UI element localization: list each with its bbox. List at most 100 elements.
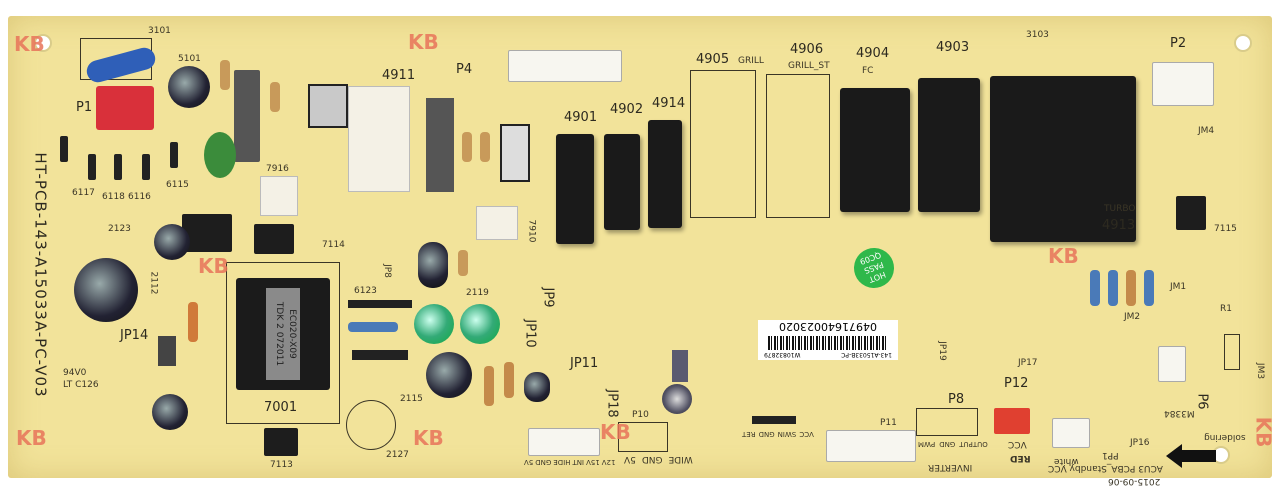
pin-label: VCC (799, 430, 814, 438)
pin-label: 15V (586, 458, 600, 466)
x-capacitor (234, 70, 260, 162)
transformer-7001: EC020-X09 TDK 2 072011 (236, 278, 330, 390)
relay-label-4911: 4911 (382, 68, 416, 83)
ref-6118: 6118 (102, 192, 125, 202)
component-2081 (672, 350, 688, 382)
qc-pass-sticker: HOT PASS QC09 (848, 242, 900, 294)
r1-footprint (1224, 334, 1240, 370)
pin-label: RET (742, 430, 756, 438)
ref-jm2: JM2 (1124, 312, 1141, 322)
resistor (480, 132, 490, 162)
ref-6123: 6123 (354, 286, 377, 296)
ref-5101: 5101 (178, 54, 201, 64)
capacitor (152, 394, 188, 430)
pin-label: GND (758, 430, 775, 438)
p6-label: P6 (1194, 393, 1210, 410)
fc-label: FC (862, 66, 874, 76)
p12-connector[interactable] (994, 408, 1030, 434)
relay-label-4905: 4905 (696, 52, 730, 67)
relay-label-4903: 4903 (936, 40, 970, 55)
pcb-board: HT-PCB-143-A15033A-PC-V03 94V0 LT C126 P… (8, 16, 1275, 486)
ref-3101: 3101 (148, 26, 171, 36)
pin-label: HIDE (553, 458, 571, 466)
transformer-text: TDK 2 072011 (274, 301, 284, 367)
resistor (458, 250, 468, 276)
p10-footprint[interactable] (618, 422, 668, 452)
p11-label: P11 (880, 418, 897, 428)
resistor (462, 132, 472, 162)
capacitor (662, 384, 692, 414)
diode-6118 (114, 154, 122, 180)
valve-connector[interactable] (508, 50, 622, 82)
mounting-hole (34, 34, 52, 52)
diode-6117 (88, 154, 96, 180)
kb-mark: KB (198, 254, 229, 278)
p13-connector[interactable] (1052, 418, 1090, 448)
pin-label: 5V (524, 458, 534, 466)
transistor (418, 242, 448, 288)
pin-label: SWIN (777, 430, 797, 438)
ref-jp11: JP11 (570, 356, 599, 371)
ref-2119: 2119 (466, 288, 489, 298)
transformer-text: EC020-X09 (287, 309, 297, 359)
ref-7910: 7910 (526, 219, 537, 243)
capacitor-2112 (74, 258, 138, 322)
relay-4911 (348, 86, 410, 192)
resistor (348, 322, 398, 332)
resistor-3828 (484, 366, 494, 406)
p10-label: P10 (632, 410, 649, 420)
ul-mark: 94V0 (63, 368, 87, 378)
component-2113 (158, 336, 176, 366)
p12-label: P12 (1004, 376, 1029, 391)
optocoupler-7916 (260, 176, 298, 216)
capacitor-2123 (154, 224, 190, 260)
p6-connector[interactable] (1158, 346, 1186, 382)
y-capacitor (204, 132, 236, 178)
diode-6115 (170, 142, 178, 168)
optocoupler-7910 (476, 206, 518, 240)
p1-label: P1 (76, 100, 93, 115)
resistor (504, 362, 514, 398)
p2-door-connector[interactable] (1152, 62, 1214, 106)
ref-jp18: JP18 (604, 389, 620, 418)
board-part-number: HT-PCB-143-A15033A-PC-V03 (31, 152, 50, 398)
ref-7001: 7001 (264, 400, 298, 415)
barcode (768, 336, 888, 350)
kb-mark: KB (16, 426, 47, 450)
p8-footprint[interactable] (916, 408, 978, 436)
fuse-5101 (168, 66, 210, 108)
relay-label-4914: 4914 (652, 96, 686, 111)
ref-2123: 2123 (108, 224, 131, 234)
barcode-label: 04971640023020 143-A15033B-PC W10832879 (758, 320, 898, 360)
ref-2112: 2112 (148, 271, 159, 295)
relay-footprint-4906 (766, 74, 830, 218)
ref-jm4: JM4 (1198, 126, 1215, 136)
capacitor-footprint-2127 (346, 400, 396, 450)
ref-jp8: JP8 (381, 264, 392, 278)
grill-st-label: GRILL_ST (788, 61, 830, 71)
p11-connector[interactable] (826, 430, 916, 462)
ref-jp19: JP19 (936, 341, 947, 361)
diode-6116 (142, 154, 150, 180)
lt-code: LT C126 (63, 380, 99, 390)
transistor (524, 372, 550, 402)
pin-label: OUTPUT (959, 440, 988, 448)
relay-4903 (918, 78, 980, 212)
relay-label-4902: 4902 (610, 102, 644, 117)
relay-4914 (648, 120, 682, 228)
ref-jp10: JP10 (522, 319, 538, 348)
p20-header[interactable] (752, 416, 796, 424)
resistor (1090, 270, 1100, 306)
triac (500, 124, 530, 182)
ref-2127: 2127 (386, 450, 409, 460)
pin-label: WIDE (668, 454, 693, 464)
diode (352, 350, 408, 360)
kb-mark: KB (413, 426, 444, 450)
p7-connector[interactable] (528, 428, 600, 456)
ref-7115: 7115 (1214, 224, 1237, 234)
pin-label: 5V (624, 454, 636, 464)
pin-label: GND (535, 458, 552, 466)
diode-6110 (60, 136, 68, 162)
p1-power-connector[interactable] (96, 86, 154, 130)
ref-3103: 3103 (1026, 30, 1049, 40)
